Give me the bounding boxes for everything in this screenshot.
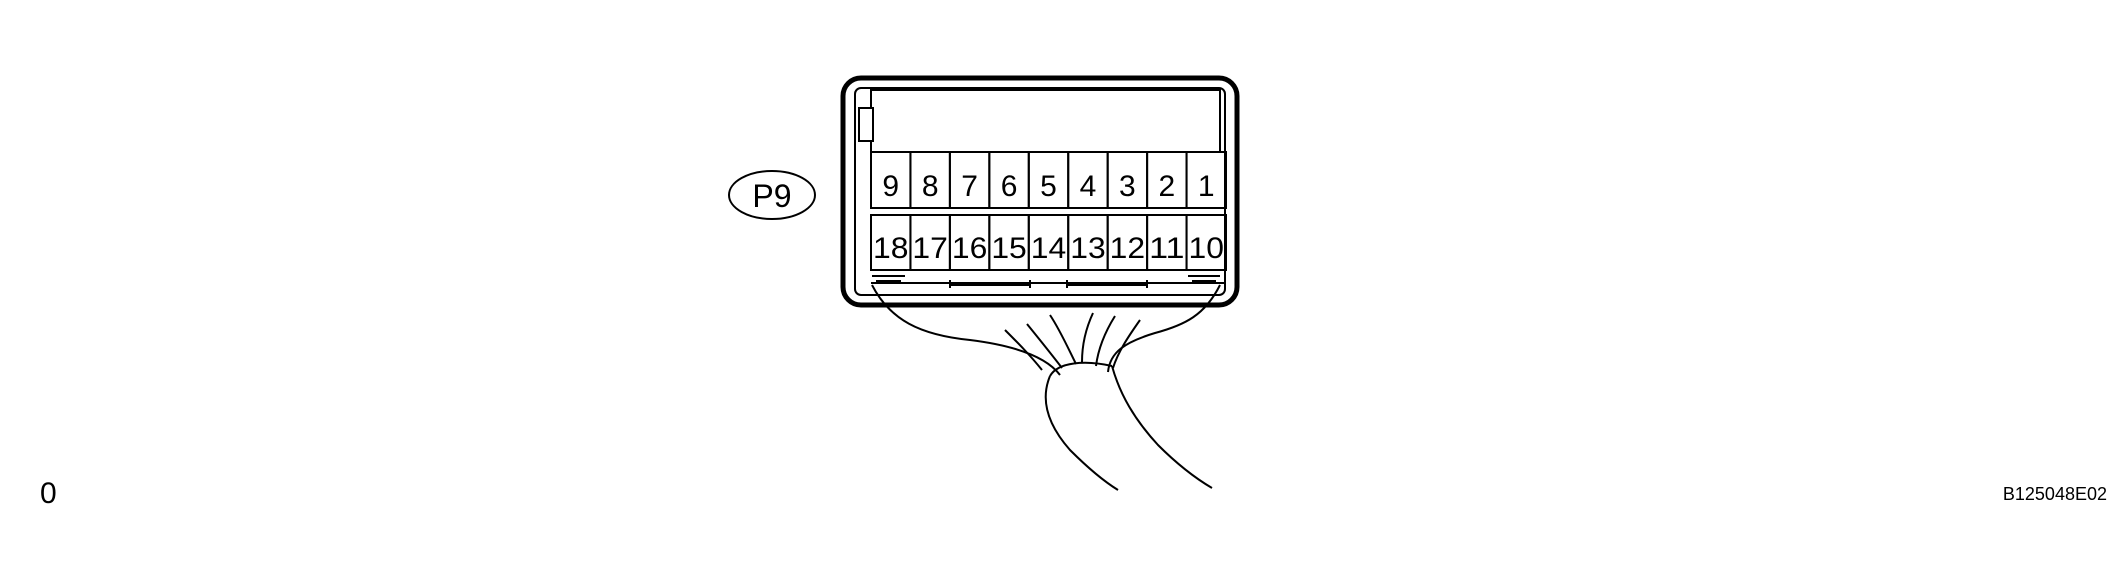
connector-code-label: P9 bbox=[752, 178, 791, 214]
pin-label: 7 bbox=[961, 170, 978, 203]
pin-label: 1 bbox=[1198, 170, 1215, 203]
pin-label: 15 bbox=[991, 232, 1026, 265]
pin-label: 3 bbox=[1119, 170, 1136, 203]
pin-label: 18 bbox=[873, 232, 908, 265]
pin-label: 5 bbox=[1040, 170, 1057, 203]
pin-label: 17 bbox=[912, 232, 947, 265]
connector-code-callout: P9 bbox=[728, 170, 816, 220]
reference-code: B125048E02 bbox=[2003, 484, 2107, 504]
pin-label: 2 bbox=[1158, 170, 1175, 203]
pin-label: 9 bbox=[882, 170, 899, 203]
pin-label: 8 bbox=[922, 170, 939, 203]
pin-label: 16 bbox=[952, 232, 987, 265]
pin-label: 6 bbox=[1001, 170, 1018, 203]
pin-label: 4 bbox=[1080, 170, 1097, 203]
pin-cell-top-1 bbox=[1185, 151, 1227, 209]
pin-cell-bottom-10 bbox=[1185, 214, 1227, 271]
terminal-slots bbox=[872, 275, 1220, 288]
pin-label: 11 bbox=[1149, 232, 1184, 265]
pin-label: 10 bbox=[1189, 232, 1224, 265]
pin-label: 12 bbox=[1110, 232, 1145, 265]
pin-label: 14 bbox=[1031, 232, 1066, 265]
pin-label: 13 bbox=[1070, 232, 1105, 265]
wire-harness bbox=[871, 284, 1221, 491]
callout-oval bbox=[728, 170, 816, 220]
corner-label: 0 bbox=[40, 477, 57, 510]
